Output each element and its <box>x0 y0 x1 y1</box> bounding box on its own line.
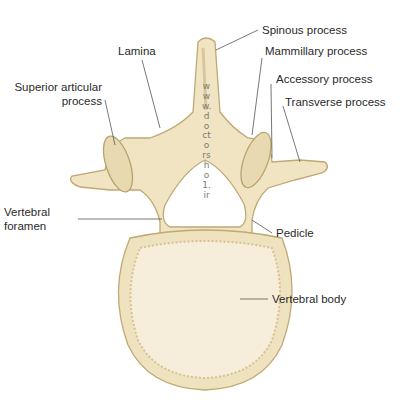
vertebral-body-shape <box>118 230 292 390</box>
part-label: Mammillary process <box>265 44 395 58</box>
watermark: www.doctorsho1.ir <box>202 82 211 201</box>
part-label: Pedicle <box>276 226 356 240</box>
part-label: Superior articular process <box>2 80 102 108</box>
part-label: Transverse process <box>285 95 397 109</box>
leader-line <box>216 30 258 50</box>
part-label: Lamina <box>118 44 178 58</box>
part-label: Vertebral foramen <box>4 205 76 233</box>
leader-line <box>252 58 262 135</box>
leader-line <box>283 106 300 162</box>
leader-line <box>105 100 115 145</box>
leader-line <box>142 60 160 128</box>
part-label: Accessory process <box>276 72 396 86</box>
part-label: Spinous process <box>262 23 382 37</box>
vertebral-arch <box>71 38 328 234</box>
leader-line <box>240 299 268 300</box>
leader-line <box>271 84 272 158</box>
articular-process <box>235 129 277 192</box>
leader-line <box>78 219 162 220</box>
body-texture <box>130 241 280 378</box>
articular-process <box>98 133 139 196</box>
leader-line <box>252 220 272 233</box>
part-label: Vertebral body <box>272 292 382 306</box>
